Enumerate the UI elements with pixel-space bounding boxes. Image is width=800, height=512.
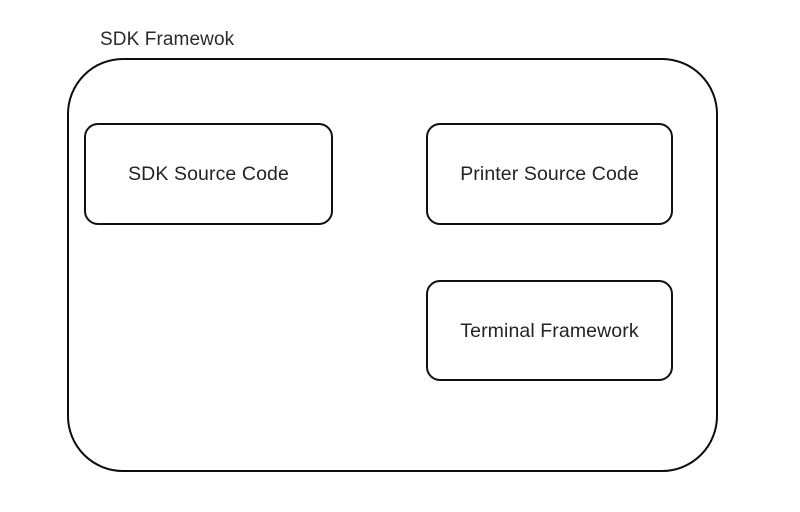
block-printer-source-code[interactable]: Printer Source Code <box>426 123 673 225</box>
block-sdk-source-code[interactable]: SDK Source Code <box>84 123 333 225</box>
block-label: Terminal Framework <box>460 319 639 342</box>
block-label: Printer Source Code <box>460 163 639 185</box>
block-terminal-framework[interactable]: Terminal Framework <box>426 280 673 381</box>
block-label: SDK Source Code <box>128 163 289 185</box>
container-title: SDK Framewok <box>100 29 235 50</box>
sdk-framework-container[interactable]: SDK Source Code Printer Source Code Term… <box>67 58 718 472</box>
